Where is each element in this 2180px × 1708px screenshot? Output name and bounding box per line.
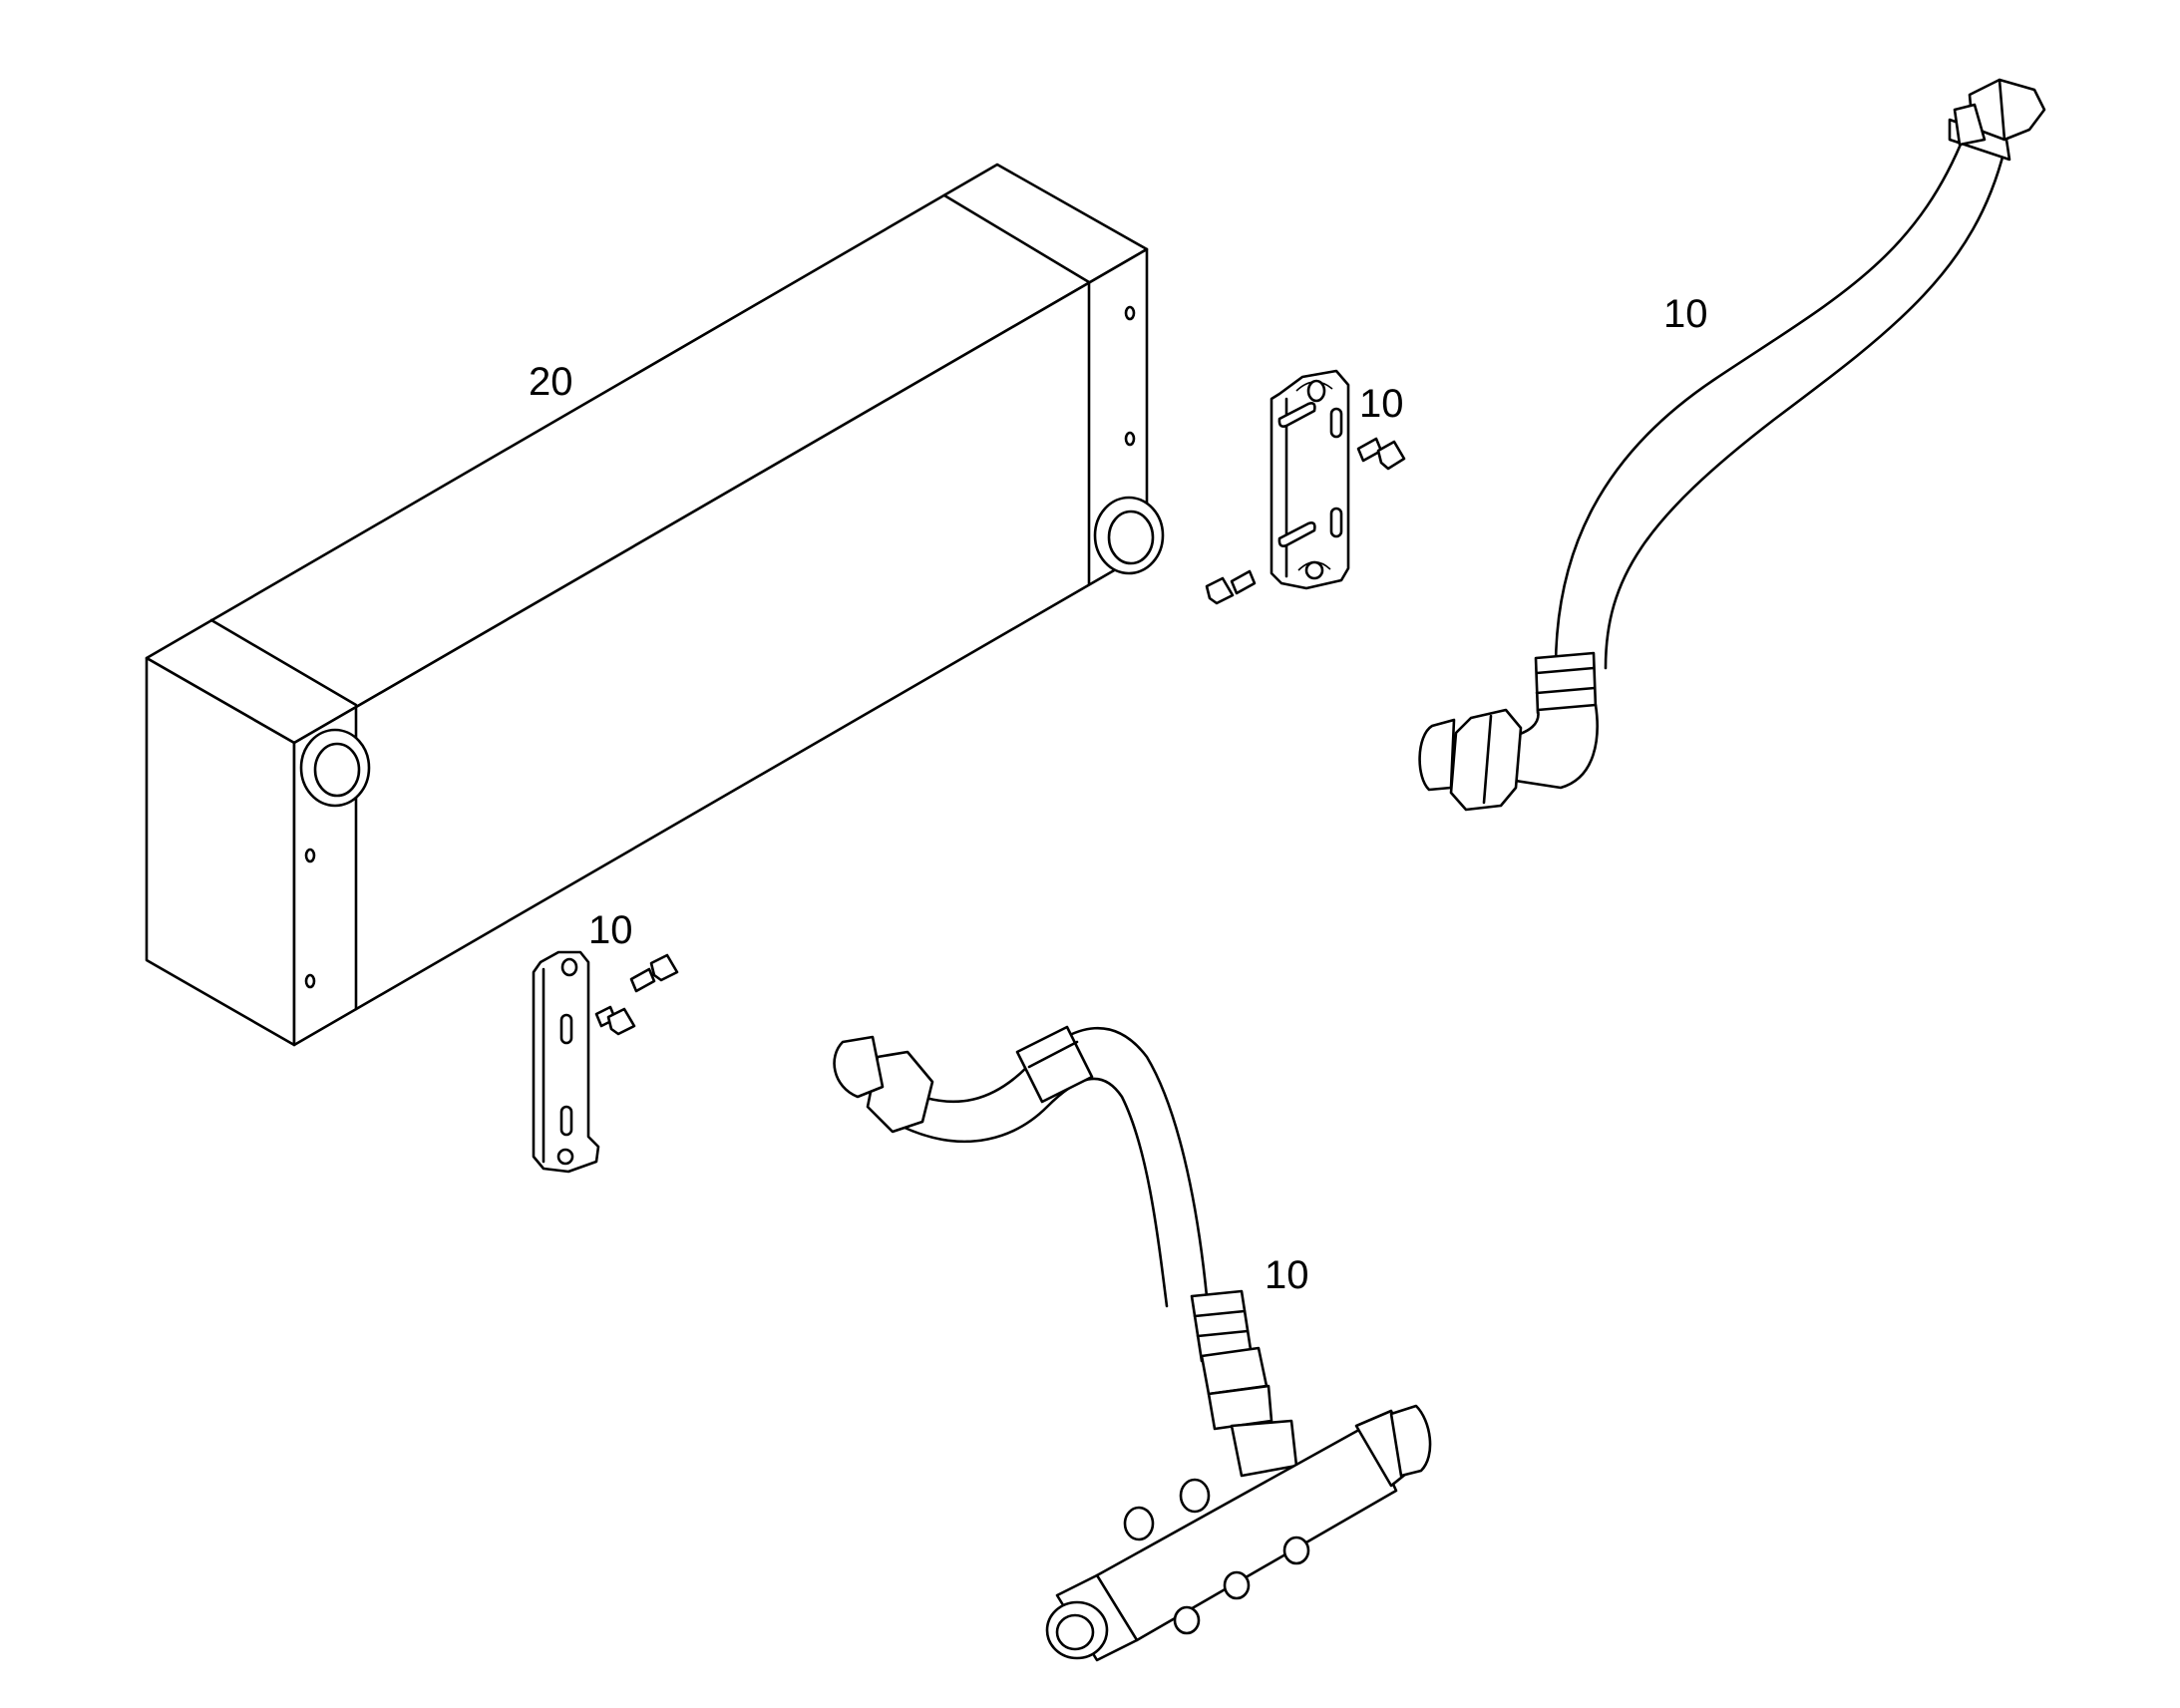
bolt-lower-right <box>629 953 679 993</box>
bolt-upper-right <box>1356 437 1406 471</box>
bracket-lower <box>532 950 600 1174</box>
label-bracket-lower: 10 <box>588 908 633 952</box>
label-pipe-manifold: 10 <box>1265 1253 1309 1297</box>
bolt-lower-left <box>594 1005 636 1036</box>
label-hose-upper-right: 10 <box>1663 292 1708 336</box>
bracket-upper <box>1270 369 1350 590</box>
oil-cooler <box>145 163 1165 1047</box>
label-bracket-upper: 10 <box>1359 382 1404 426</box>
hose-upper-right <box>1418 78 2046 812</box>
label-cooler: 20 <box>529 360 573 404</box>
pipe-manifold <box>833 1025 1432 1662</box>
bolt-upper-left <box>1205 569 1257 605</box>
